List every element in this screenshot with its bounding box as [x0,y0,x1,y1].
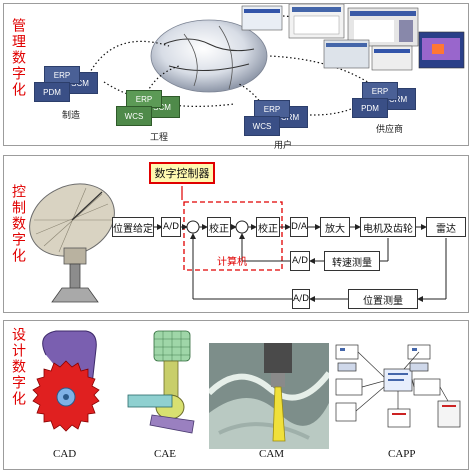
block-radar: 雷达 [426,217,466,237]
design-title: 设计数字化 [10,327,26,407]
label-engineering: 工程 [150,133,169,143]
block-da: D/A [290,217,308,237]
stack-layer-front: PDM [34,82,70,102]
block-setpoint: 位置给定 [112,217,154,237]
computer-label: 计算机 [217,257,247,268]
label-customer: 用户 [274,141,293,151]
caption-cam: CAM [259,448,285,460]
globe-icon [150,19,268,93]
management-title: 管理数字化 [10,18,26,98]
stack-manufacturing: SCM ERP PDM [34,66,104,106]
capp-flowchart-icon [335,344,461,428]
block-ad-3: A/D [292,289,310,309]
caption-cad: CAD [53,448,77,460]
control-title: 控制数字化 [10,184,26,264]
software-screenshots [241,4,465,71]
label-manufacturing: 制造 [62,111,81,121]
block-ad-1: A/D [161,217,181,237]
label-supplier: 供应商 [376,125,404,135]
control-panel: 控制数字化 数字控制器 [3,155,469,313]
block-correct-1: 校正 [207,217,231,237]
block-amplifier: 放大 [320,217,350,237]
caption-capp: CAPP [388,448,416,460]
block-motor-gear: 电机及齿轮 [360,217,416,237]
caption-cae: CAE [154,448,176,460]
stack-layer-front: WCS [244,116,280,136]
block-speed-measure: 转速测量 [324,251,380,271]
digital-controller-box: 数字控制器 [149,162,215,184]
block-correct-2: 校正 [256,217,280,237]
stack-layer-front: WCS [116,106,152,126]
block-ad-2: A/D [290,251,310,271]
management-panel: 管理数字化 [3,3,469,151]
control-block-diagram [154,186,447,302]
block-position-measure: 位置测量 [348,289,418,309]
stack-layer-front: PDM [352,98,388,118]
design-panel: 设计数字化 [3,320,469,470]
cam-milling-icon [209,343,329,449]
stack-engineering: SCM ERP WCS [116,90,186,130]
stack-customer: CRM ERP WCS [244,100,314,140]
stack-supplier: CRM ERP PDM [352,82,422,122]
stack-layer-mid: ERP [362,82,398,100]
cad-saw-icon [32,330,100,432]
radar-dish-icon [29,183,115,303]
cae-mesh-icon [127,330,195,434]
